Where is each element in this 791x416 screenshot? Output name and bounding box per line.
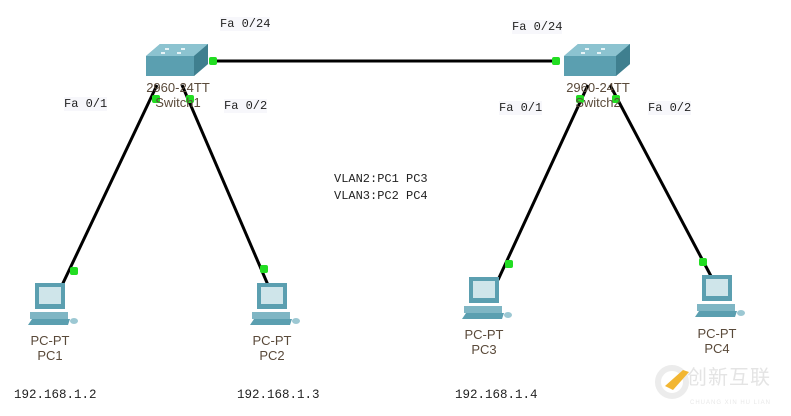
pc2-caption: PC-PT PC2 [242, 333, 302, 363]
pc1-name: PC1 [37, 348, 63, 363]
pc1-type: PC-PT [30, 333, 70, 348]
pc3-ip: 192.168.1.4 [455, 388, 538, 402]
link-up-indicator [552, 57, 560, 65]
link-up-indicator [576, 95, 584, 103]
link-switch2-pc4 [608, 84, 714, 279]
port-label-switch1-fa0-24: Fa 0/24 [220, 17, 271, 31]
link-up-indicator [152, 95, 160, 103]
vlan-note-line: VLAN2:PC1 PC3 [334, 172, 428, 186]
link-switch2-pc3 [496, 84, 590, 281]
link-up-indicator [260, 265, 268, 273]
pc2-type: PC-PT [252, 333, 292, 348]
link-up-indicator [699, 258, 707, 266]
link-up-indicator [70, 267, 78, 275]
pc4-name: PC4 [704, 341, 730, 356]
port-label-switch2-fa0-1: Fa 0/1 [499, 101, 543, 115]
link-up-indicator [505, 260, 513, 268]
pc3-caption: PC-PT PC3 [454, 327, 514, 357]
pc4-icon[interactable] [695, 275, 745, 317]
switch2-caption: 2960-24TT Switch2 [556, 80, 640, 110]
link-up-indicator [209, 57, 217, 65]
pc3-icon[interactable] [462, 277, 512, 319]
link-switch1-pc1 [53, 84, 159, 301]
port-label-switch1-fa0-2: Fa 0/2 [224, 99, 268, 113]
switch1-caption: 2960-24TT Switch1 [136, 80, 220, 110]
pc2-ip: 192.168.1.3 [237, 388, 320, 402]
vlan-note: VLAN2:PC1 PC3 VLAN3:PC2 PC4 [334, 171, 428, 205]
switch1-model: 2960-24TT [146, 80, 210, 95]
switch1-name: Switch1 [155, 95, 201, 110]
pc3-name: PC3 [471, 342, 497, 357]
watermark-text: 创新互联 [687, 365, 771, 389]
pc1-ip: 192.168.1.2 [14, 388, 97, 402]
watermark-subtext: CHUANG XIN HU LIAN [690, 400, 772, 406]
pc4-type: PC-PT [697, 326, 737, 341]
switch1-icon[interactable] [146, 44, 208, 76]
link-up-indicator [186, 95, 194, 103]
pc1-icon[interactable] [28, 283, 78, 325]
link-up-indicator [612, 95, 620, 103]
switch2-name: Switch2 [575, 95, 621, 110]
port-label-switch1-fa0-1: Fa 0/1 [64, 97, 108, 111]
pc1-caption: PC-PT PC1 [20, 333, 80, 363]
pc2-name: PC2 [259, 348, 285, 363]
switch2-model: 2960-24TT [566, 80, 630, 95]
port-label-switch2-fa0-24: Fa 0/24 [512, 20, 563, 34]
pc4-caption: PC-PT PC4 [687, 326, 747, 356]
pc3-type: PC-PT [464, 327, 504, 342]
switch2-icon[interactable] [564, 44, 630, 76]
link-switch1-pc2 [180, 84, 270, 286]
pc2-icon[interactable] [250, 283, 300, 325]
port-label-switch2-fa0-2: Fa 0/2 [648, 101, 692, 115]
watermark-logo-icon [655, 365, 689, 399]
vlan-note-line: VLAN3:PC2 PC4 [334, 189, 428, 203]
